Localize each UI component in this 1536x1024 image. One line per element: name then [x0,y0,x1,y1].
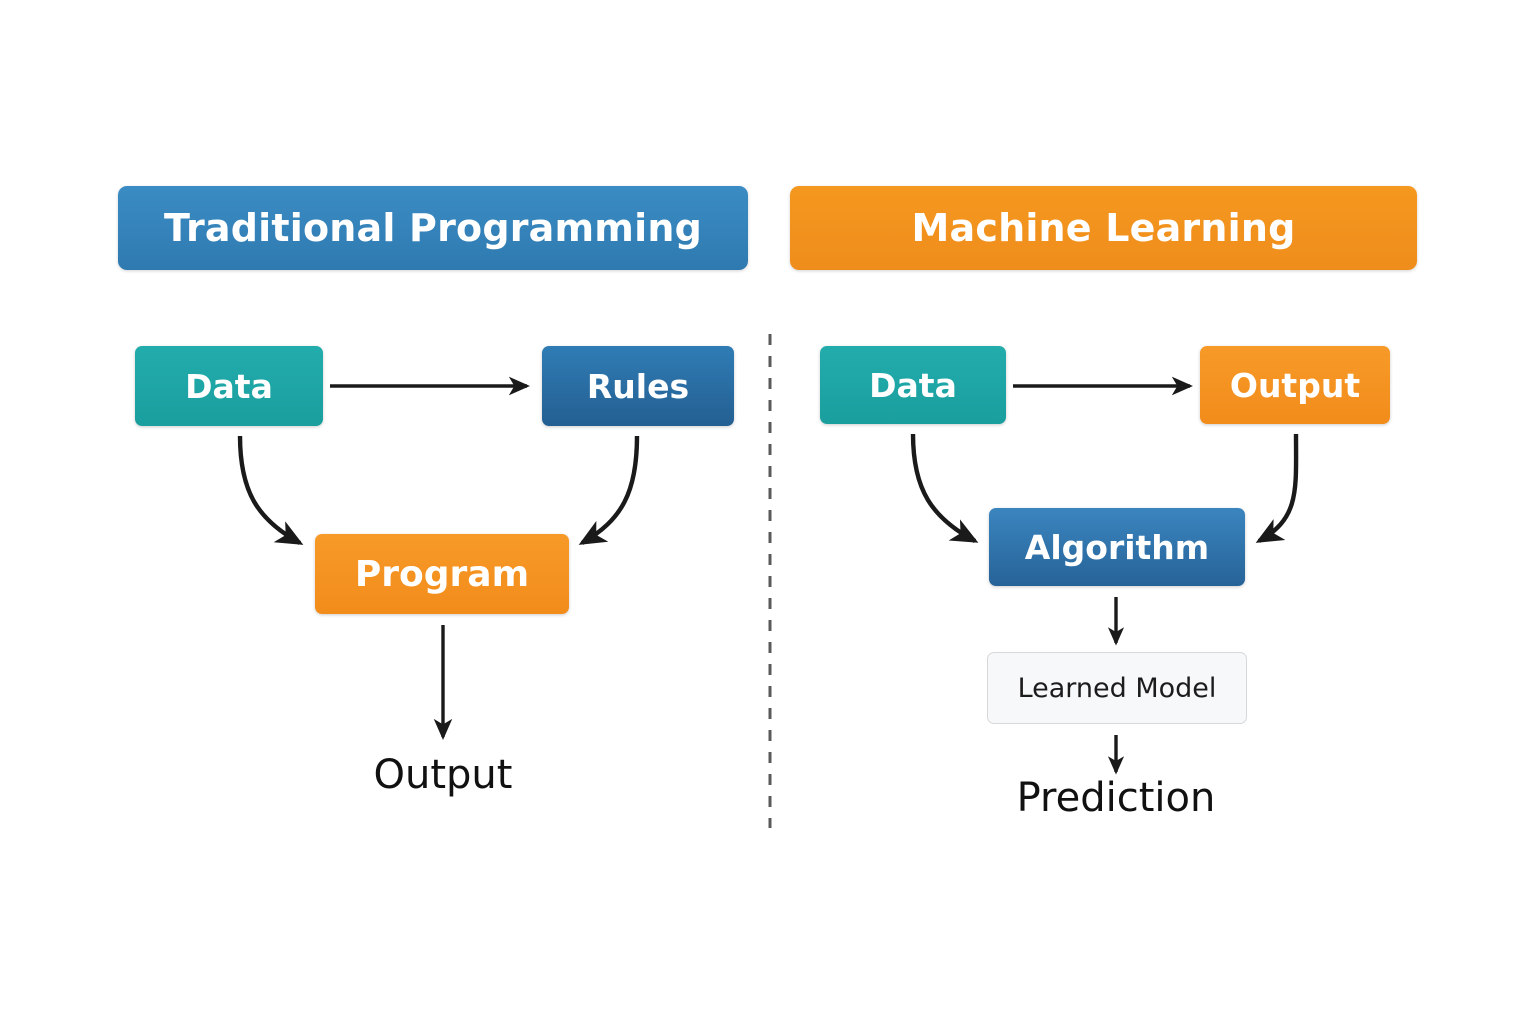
edge-rules-to-program [578,435,640,545]
node-program: Program [315,534,569,614]
panel-header-traditional-programming: Traditional Programming [118,186,748,270]
edge-data-to-program [237,435,304,545]
edge-data-to-algorithm [910,433,979,543]
node-learned-model: Learned Model [987,652,1247,724]
node-data-right: Data [820,346,1006,424]
label-prediction: Prediction [1016,775,1216,821]
node-algorithm: Algorithm [989,508,1245,586]
edge-output-to-algorithm [1255,433,1299,543]
panel-header-machine-learning: Machine Learning [790,186,1417,270]
label-output-left: Output [373,752,513,798]
node-output-right: Output [1200,346,1390,424]
node-rules: Rules [542,346,734,426]
node-data-left: Data [135,346,323,426]
